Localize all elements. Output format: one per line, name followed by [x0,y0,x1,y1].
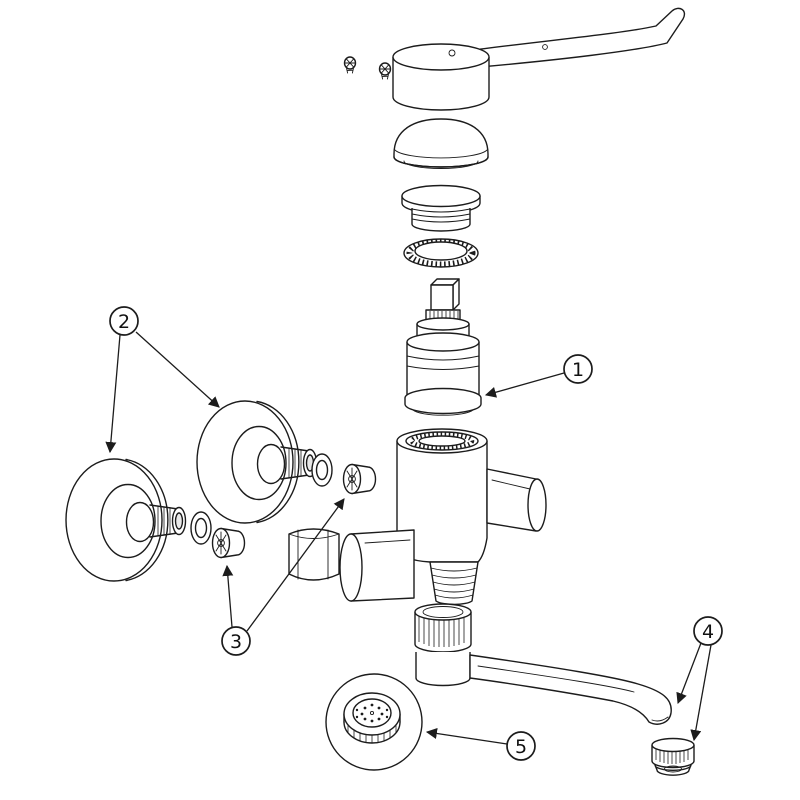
lever-handle [461,7,686,69]
inlet-filter-lower [211,527,246,559]
aerator [651,737,695,776]
callout-5-label: 5 [515,736,527,758]
mixer-body [339,428,547,606]
wall-flange-upper [196,400,318,524]
inlet-filter-upper [342,463,377,495]
callout-1-label: 1 [572,359,584,381]
callout-5: 5 [506,731,536,761]
lock-ring [403,238,479,268]
hex-nut [288,528,340,581]
swivel-spout [415,652,672,725]
handle-base [392,43,490,111]
bonnet-collar [401,184,481,232]
callout-2-label: 2 [118,311,130,333]
wall-flange-lower [65,458,187,582]
handle-screw-2 [378,62,392,80]
handle-screw-1 [343,56,357,74]
callout-3-label: 3 [230,631,242,653]
callout-1: 1 [563,354,593,384]
aerator-face-detail [325,673,423,771]
callout-4-label: 4 [702,621,714,643]
callout-4: 4 [693,616,723,646]
dome-cap [393,118,489,169]
spout-nut [414,603,472,653]
washer-upper [311,453,333,487]
leader-lines [105,331,712,745]
ceramic-cartridge [404,278,482,416]
callout-3: 3 [221,626,251,656]
washer-lower [190,511,212,545]
callout-2: 2 [109,306,139,336]
